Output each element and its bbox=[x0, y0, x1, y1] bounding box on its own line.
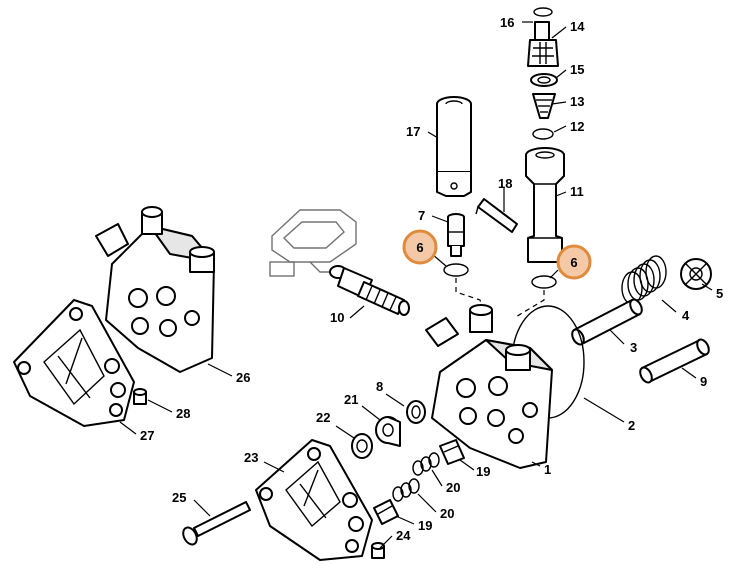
callout-5: 5 bbox=[716, 286, 723, 301]
part-19-valve-upper bbox=[439, 439, 465, 465]
callout-7: 7 bbox=[418, 208, 425, 223]
callout-13: 13 bbox=[570, 94, 584, 109]
callout-20-upper: 20 bbox=[446, 480, 460, 495]
callout-15: 15 bbox=[570, 62, 584, 77]
callout-23: 23 bbox=[244, 450, 258, 465]
part-20-o-rings-upper bbox=[412, 452, 440, 476]
part-1-pump-head bbox=[425, 304, 553, 469]
part-22-seal bbox=[351, 433, 373, 459]
part-6-o-ring-left bbox=[443, 263, 469, 277]
part-16-o-ring bbox=[533, 7, 553, 17]
part-28-plug bbox=[133, 388, 147, 405]
part-4-spring bbox=[621, 255, 667, 305]
callout-20-lower: 20 bbox=[440, 506, 454, 521]
part-12-o-ring bbox=[532, 128, 554, 140]
part-10-valve-cartridge bbox=[329, 265, 410, 316]
part-23-flange bbox=[255, 439, 373, 561]
callout-26: 26 bbox=[236, 370, 250, 385]
part-8-ring bbox=[406, 400, 426, 424]
part-5-spring-cap bbox=[680, 258, 712, 290]
part-25-bolt bbox=[182, 501, 251, 546]
callout-14: 14 bbox=[570, 19, 585, 34]
callout-1: 1 bbox=[544, 462, 551, 477]
highlight-badge-6-left: 6 bbox=[402, 229, 438, 265]
callout-3: 3 bbox=[630, 340, 637, 355]
callout-numbers: 16 14 15 13 12 11 17 18 7 5 4 3 9 2 1 10… bbox=[140, 15, 723, 543]
callout-6-left: 6 bbox=[416, 240, 423, 255]
callout-28: 28 bbox=[176, 406, 190, 421]
part-26-pump-assembly bbox=[95, 206, 215, 373]
callout-18: 18 bbox=[498, 176, 512, 191]
part-15-washer bbox=[530, 73, 558, 87]
callout-17: 17 bbox=[406, 124, 420, 139]
callout-8: 8 bbox=[376, 379, 383, 394]
callout-16: 16 bbox=[500, 15, 514, 30]
part-21-seal bbox=[375, 416, 401, 447]
callout-9: 9 bbox=[700, 374, 707, 389]
part-20-o-rings-lower bbox=[392, 478, 420, 502]
callout-4: 4 bbox=[682, 308, 690, 323]
part-9-piston bbox=[639, 338, 710, 384]
callout-19-upper: 19 bbox=[476, 464, 490, 479]
part-14-nozzle-cap bbox=[527, 21, 559, 67]
callout-19-lower: 19 bbox=[418, 518, 432, 533]
callout-25: 25 bbox=[172, 490, 186, 505]
callout-12: 12 bbox=[570, 119, 584, 134]
callout-21: 21 bbox=[344, 392, 358, 407]
callout-6-right: 6 bbox=[570, 255, 577, 270]
part-11-tube bbox=[525, 147, 565, 263]
part-7-valve-pin bbox=[447, 213, 465, 257]
part-18-hex-key bbox=[475, 198, 518, 233]
part-27-flange bbox=[13, 299, 135, 427]
leader-lines bbox=[119, 21, 713, 549]
callout-10: 10 bbox=[330, 310, 344, 325]
callout-24: 24 bbox=[396, 528, 411, 543]
part-19-valve-lower bbox=[373, 499, 399, 525]
part-13-filter-cone bbox=[532, 93, 556, 119]
callout-27: 27 bbox=[140, 428, 154, 443]
callout-22: 22 bbox=[316, 410, 330, 425]
highlight-badge-6-right: 6 bbox=[556, 244, 592, 280]
faded-housing-outline bbox=[269, 209, 357, 277]
part-6-o-ring-right bbox=[531, 275, 557, 289]
part-17-sleeve bbox=[436, 96, 472, 197]
callout-2: 2 bbox=[628, 418, 635, 433]
callout-11: 11 bbox=[570, 184, 584, 199]
